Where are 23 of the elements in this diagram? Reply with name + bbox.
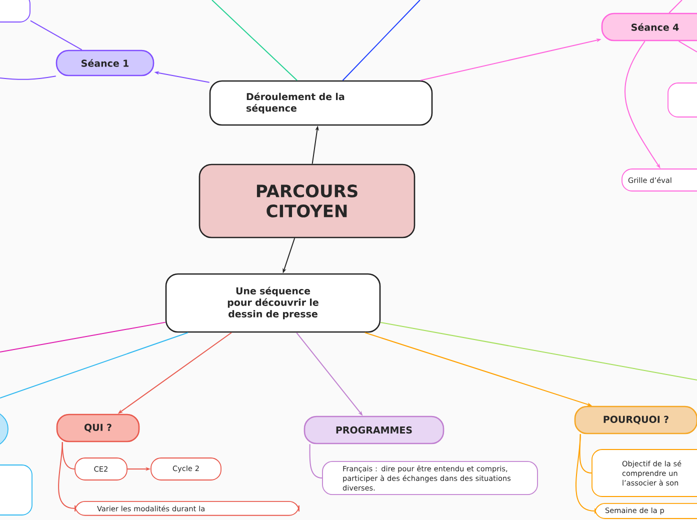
topic-box: Séance 4 — [601, 12, 697, 42]
root-box: PARCOURS CITOYEN — [198, 164, 416, 238]
topic-box: Séance 1 — [56, 50, 154, 76]
connector-line — [58, 442, 76, 509]
connector-line — [668, 0, 682, 14]
topic-box: QUI ? — [56, 414, 140, 442]
subtopic-box — [0, 464, 32, 516]
subtopic-box — [668, 82, 697, 118]
connector-line — [576, 434, 596, 512]
topic-box: Une séquence pour découvrir le dessin de presse — [165, 273, 381, 333]
connector-line — [212, 0, 298, 81]
connector-line — [30, 20, 82, 50]
topic-box: POURQUOI ? — [574, 406, 697, 434]
connector-line — [0, 76, 56, 80]
topic-box: Déroulement de la séquence — [209, 80, 433, 126]
connector-line — [678, 40, 697, 52]
subtopic-box — [0, 0, 30, 22]
connector-line — [0, 332, 188, 398]
connector-line — [0, 322, 166, 352]
topic-box: PROGRAMMES — [304, 416, 444, 444]
connector-line — [309, 444, 323, 479]
connector-line — [342, 0, 420, 81]
connector-line — [380, 322, 697, 380]
